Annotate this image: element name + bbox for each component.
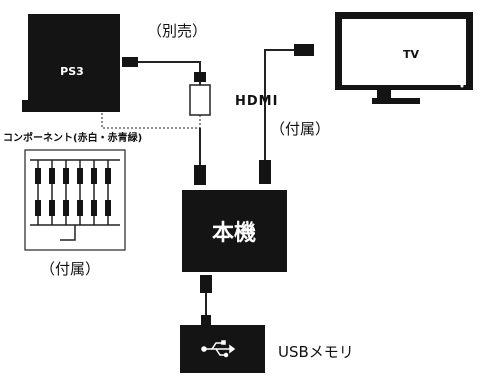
hdmi-label: HDMI [235,94,279,109]
separately-sold-label: （別売） [147,22,208,40]
ps3-device: PS3 [22,14,120,112]
tv-device: TV [335,12,473,104]
component-cable-bundle [24,149,126,251]
adapter-box [189,84,211,116]
ps3-plug [122,57,138,67]
ps3-label: PS3 [60,65,84,78]
component-included-label: （付属） [40,260,101,278]
adapter-plug [194,72,206,82]
hdmi-included-label: （付属） [270,120,331,138]
usb-icon [201,340,236,358]
component-label: コンポーネント(赤白・赤青緑) [3,133,143,144]
hdmi-unit-plug [259,160,271,184]
component-plug [194,165,206,185]
usb-top-plug [200,275,212,293]
usb-bottom-plug [201,315,211,325]
usb-memory-label: USBメモリ [278,343,354,361]
ps3-hdmi-cable [138,61,201,85]
tv-label: TV [403,48,420,61]
main-unit-device: 本機 [182,190,287,272]
adapter-dotted-line [101,112,201,129]
hdmi-tv-plug [294,44,314,56]
usb-memory-device [180,325,265,373]
main-unit-label: 本機 [212,221,256,246]
